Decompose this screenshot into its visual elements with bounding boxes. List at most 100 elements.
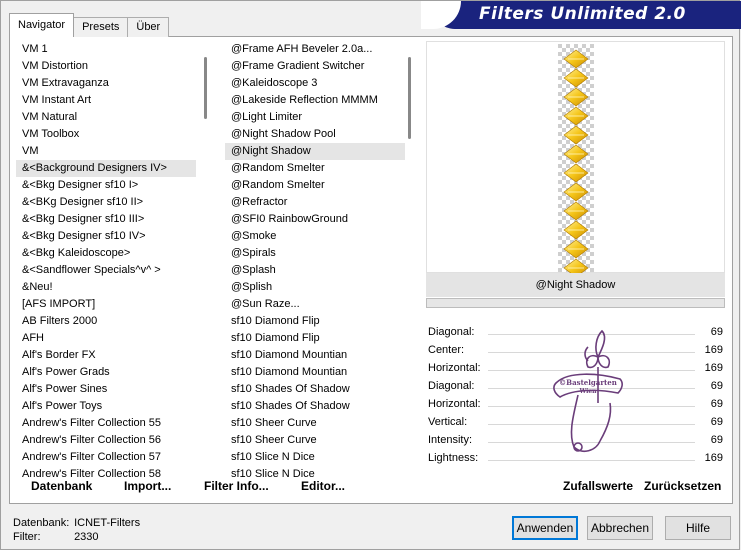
tab-about[interactable]: Über (127, 17, 170, 37)
parameter-slider[interactable] (488, 352, 695, 353)
filter-item[interactable]: @Frame Gradient Switcher (231, 60, 365, 72)
tab-navigator[interactable]: Navigator (9, 13, 75, 37)
filter-item[interactable]: @SFI0 RainbowGround (231, 213, 348, 225)
filter-item[interactable]: @Frame AFH Beveler 2.0a... (231, 43, 373, 55)
database-label: Datenbank: (13, 517, 70, 529)
category-item[interactable]: VM Extravaganza (22, 77, 109, 89)
filter-item[interactable]: sf10 Diamond Flip (231, 332, 320, 344)
filter-item[interactable]: @Splash (231, 264, 276, 276)
cancel-button[interactable]: Abbrechen (587, 516, 653, 540)
progress-bar (426, 298, 725, 308)
parameter-slider[interactable] (488, 460, 695, 461)
filter-item[interactable]: @Kaleidoscope 3 (231, 77, 318, 89)
filter-item[interactable]: @Random Smelter (231, 162, 325, 174)
category-item[interactable]: VM Toolbox (22, 128, 80, 140)
filter-item[interactable]: @Splish (231, 281, 273, 293)
parameter-slider[interactable] (488, 334, 695, 335)
category-item[interactable]: VM (22, 145, 39, 157)
parameter-label: Center: (428, 344, 465, 356)
randomize-button[interactable]: Zufallswerte (563, 479, 634, 493)
category-item[interactable]: &<BKg Designer sf10 II> (22, 196, 144, 208)
category-item[interactable]: AFH (22, 332, 44, 344)
editor-button[interactable]: Editor... (301, 479, 346, 493)
filter-item[interactable]: sf10 Diamond Mountian (231, 349, 348, 361)
filter-scrollbar[interactable] (405, 41, 417, 471)
category-item[interactable]: &<Bkg Designer sf10 I> (22, 179, 139, 191)
category-item[interactable]: &Neu! (22, 281, 53, 293)
reset-button[interactable]: Zurücksetzen (644, 479, 722, 493)
filter-item[interactable]: sf10 Diamond Flip (231, 315, 320, 327)
filter-item[interactable]: @Lakeside Reflection MMMM (231, 94, 378, 106)
parameter-row[interactable]: Center: 169 (426, 341, 725, 359)
category-item[interactable]: VM Natural (22, 111, 78, 123)
parameter-label: Horizontal: (428, 398, 481, 410)
filter-list[interactable]: @Frame AFH Beveler 2.0a... @Frame Gradien… (225, 41, 405, 480)
parameter-row[interactable]: Diagonal:69 (426, 323, 725, 341)
category-item[interactable]: Andrew's Filter Collection 55 (22, 417, 162, 429)
category-item[interactable]: AB Filters 2000 (22, 315, 98, 327)
tab-bar: Navigator Presets Über (9, 13, 170, 37)
category-item[interactable]: [AFS IMPORT] (22, 298, 96, 310)
database-button[interactable]: Datenbank (31, 479, 93, 493)
tab-presets[interactable]: Presets (73, 17, 129, 37)
category-item[interactable]: Andrew's Filter Collection 57 (22, 451, 162, 463)
parameter-label: Intensity: (428, 434, 473, 446)
parameter-row[interactable]: Vertical:69 (426, 413, 725, 431)
preview-pane (426, 41, 725, 278)
parameter-slider[interactable] (488, 442, 695, 443)
parameter-value: 69 (710, 434, 723, 446)
parameter-value: 69 (710, 326, 723, 338)
parameter-row[interactable]: Horizontal:69 (426, 395, 725, 413)
parameter-row[interactable]: Lightness: 169 (426, 449, 725, 467)
filter-item[interactable]: @Light Limiter (231, 111, 303, 123)
category-item[interactable]: Alf's Power Grads (22, 366, 110, 378)
filter-item[interactable]: @Sun Raze... (231, 298, 300, 310)
filter-item[interactable]: @Night Shadow (225, 143, 405, 160)
parameter-slider[interactable] (488, 388, 695, 389)
apply-button[interactable]: Anwenden (512, 516, 578, 540)
banner: Filters Unlimited 2.0 (421, 1, 741, 29)
category-item[interactable]: Alf's Border FX (22, 349, 96, 361)
category-item[interactable]: VM Instant Art (22, 94, 92, 106)
parameter-row[interactable]: Horizontal:169 (426, 359, 725, 377)
filter-item[interactable]: sf10 Shades Of Shadow (231, 400, 350, 412)
filter-item[interactable]: @Random Smelter (231, 179, 325, 191)
preview-image (558, 44, 594, 278)
filter-item[interactable]: sf10 Slice N Dice (231, 468, 315, 480)
filter-item[interactable]: @Refractor (231, 196, 288, 208)
category-scroll-thumb[interactable] (204, 57, 207, 119)
parameter-row[interactable]: Diagonal:69 (426, 377, 725, 395)
filter-item[interactable]: @Spirals (231, 247, 276, 259)
category-list[interactable]: VM 1 VM Distortion VM Extravaganza VM Insta… (16, 41, 196, 480)
filter-item[interactable]: @Smoke (231, 230, 277, 242)
filter-item[interactable]: sf10 Sheer Curve (231, 434, 317, 446)
filter-item[interactable]: sf10 Slice N Dice (231, 451, 315, 463)
category-scrollbar[interactable] (199, 41, 211, 471)
help-button[interactable]: Hilfe (665, 516, 731, 540)
filter-item[interactable]: sf10 Shades Of Shadow (231, 383, 350, 395)
filter-item[interactable]: sf10 Diamond Mountian (231, 366, 348, 378)
category-item[interactable]: Andrew's Filter Collection 56 (22, 434, 162, 446)
category-item[interactable]: Alf's Power Sines (22, 383, 108, 395)
parameter-value: 169 (704, 452, 723, 464)
category-item[interactable]: &<Bkg Designer sf10 III> (22, 213, 145, 225)
filter-item[interactable]: sf10 Sheer Curve (231, 417, 317, 429)
category-item[interactable]: VM Distortion (22, 60, 89, 72)
filter-item[interactable]: @Night Shadow Pool (231, 128, 336, 140)
category-item[interactable]: &<Sandflower Specials^v^ > (22, 264, 161, 276)
category-item[interactable]: VM 1 (22, 43, 48, 55)
category-item[interactable]: Andrew's Filter Collection 58 (22, 468, 162, 480)
parameter-row[interactable]: Intensity: 69 (426, 431, 725, 449)
category-item[interactable]: &<Background Designers IV> (16, 160, 196, 177)
category-item[interactable]: Alf's Power Toys (22, 400, 103, 412)
parameter-slider[interactable] (488, 424, 695, 425)
parameter-slider[interactable] (488, 370, 695, 371)
filter-scroll-thumb[interactable] (408, 57, 411, 139)
parameter-label: Lightness: (428, 452, 479, 464)
filter-info-button[interactable]: Filter Info... (204, 479, 269, 493)
parameter-slider[interactable] (488, 406, 695, 407)
import-button[interactable]: Import... (124, 479, 172, 493)
category-item[interactable]: &<Bkg Designer sf10 IV> (22, 230, 146, 242)
category-item[interactable]: &<Bkg Kaleidoscope> (22, 247, 131, 259)
parameter-value: 169 (704, 344, 723, 356)
